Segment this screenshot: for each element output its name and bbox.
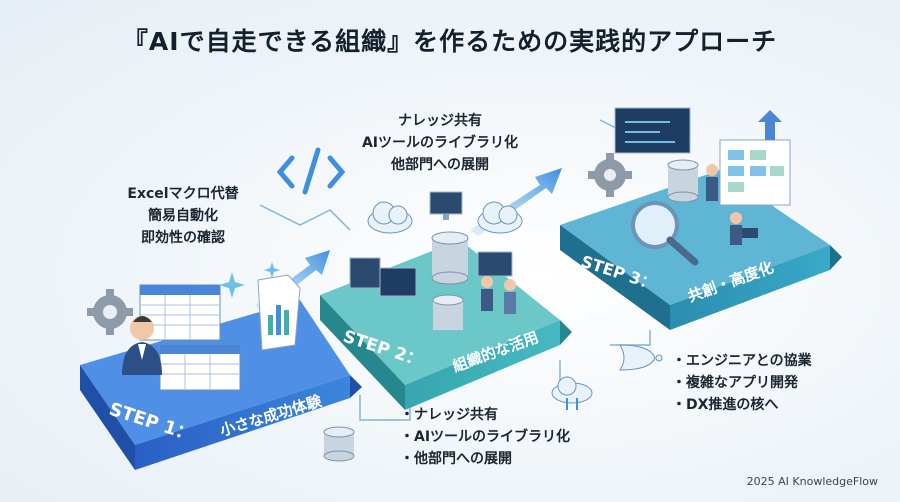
note-item: 他部門への展開 bbox=[400, 448, 570, 470]
step2-notes: ナレッジ共有 AIツールのライブラリ化 他部門への展開 bbox=[355, 110, 525, 176]
database-icon bbox=[431, 231, 469, 330]
cloud-icon bbox=[367, 201, 413, 234]
footer-credit: 2025 AI KnowledgeFlow bbox=[746, 475, 878, 488]
note-item: 他部門への展開 bbox=[391, 157, 489, 173]
people-icon bbox=[706, 164, 758, 245]
report-document-icon bbox=[257, 274, 301, 351]
database-icon bbox=[667, 159, 699, 203]
magnifier-icon bbox=[631, 201, 699, 266]
lower-objects bbox=[323, 344, 663, 462]
logic-gate-icon bbox=[619, 344, 663, 371]
note-item: Excelマクロ代替 bbox=[127, 186, 239, 202]
step2-notes-lower: ナレッジ共有 AIツールのライブラリ化 他部門への展開 bbox=[400, 404, 570, 470]
upload-arrow-icon bbox=[758, 110, 782, 140]
step3-platform bbox=[560, 170, 842, 330]
note-item: 複雑なアプリ開発 bbox=[672, 372, 812, 394]
note-item: DX推進の核へ bbox=[672, 394, 812, 416]
kanban-board-icon bbox=[719, 139, 791, 206]
note-item: 即効性の確認 bbox=[141, 230, 225, 246]
code-window-icon bbox=[614, 107, 691, 154]
note-item: AIツールのライブラリ化 bbox=[361, 135, 519, 151]
person-icon bbox=[122, 316, 162, 375]
step1-notes: Excelマクロ代替 簡易自動化 即効性の確認 bbox=[118, 183, 248, 249]
page-title: 『AIで自走できる組織』を作るための実践的アプローチ bbox=[122, 27, 778, 56]
note-item: エンジニアとの協業 bbox=[672, 350, 812, 372]
step3-notes: エンジニアとの協業 複雑なアプリ開発 DX推進の核へ bbox=[672, 350, 812, 416]
sparkle-icons bbox=[219, 262, 280, 298]
step1-objects bbox=[87, 274, 301, 391]
monitor-icon bbox=[349, 191, 513, 297]
note-item: 簡易自動化 bbox=[148, 208, 218, 224]
code-brackets-icon bbox=[276, 147, 346, 195]
people-icon bbox=[481, 276, 516, 314]
gear-icon bbox=[87, 289, 133, 335]
gear-icon bbox=[588, 153, 632, 197]
note-item: AIツールのライブラリ化 bbox=[400, 426, 570, 448]
database-icon bbox=[323, 426, 355, 462]
step2-objects bbox=[276, 147, 523, 330]
step3-objects bbox=[588, 107, 791, 266]
cloud-sync-icon bbox=[551, 376, 593, 410]
cloud-icon bbox=[477, 201, 523, 234]
note-item: ナレッジ共有 bbox=[400, 404, 570, 426]
note-item: ナレッジ共有 bbox=[398, 113, 482, 129]
